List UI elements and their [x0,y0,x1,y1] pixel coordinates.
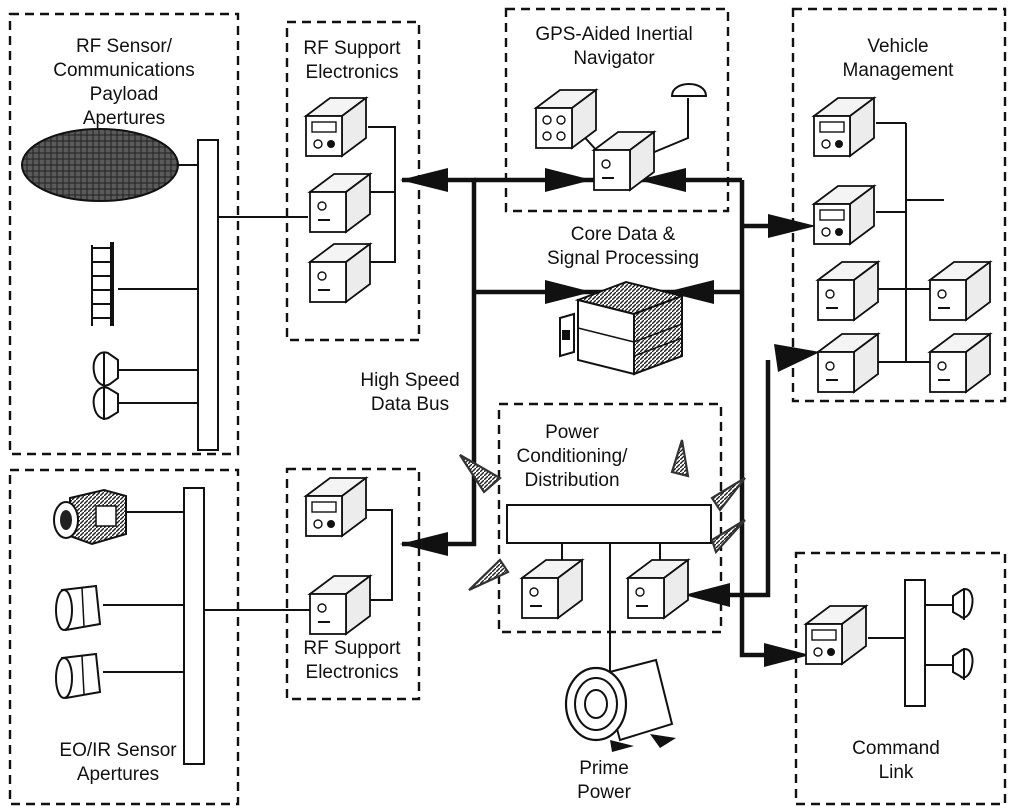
horn-antenna-icon-cmd-upper [952,588,974,620]
rf-support-top-module-3 [307,242,373,304]
rf-sensor-payload-label-line-1: RF Sensor/ [76,36,173,57]
rf-support-bottom-label-line-1: RF Support [303,638,401,659]
command-link-region [794,551,1007,806]
high-speed-bus-label-line-1: High Speed [360,370,459,391]
power-conditioning-label-line-2: Conditioning/ [517,446,629,467]
rf-support-bottom-label-line-2: Electronics [306,662,399,683]
prime-power-label-line-1: Prime [579,758,629,779]
core-processing-rack-icon [559,280,686,376]
prime-power-label: Prime Power [577,758,632,803]
gps-left-module [533,88,599,150]
arrow-to-power-module [684,583,730,607]
command-link-label: Command Link [852,738,940,783]
vehicle-mgmt-module-3 [815,260,881,322]
arrow-to-vehicle-management [768,214,816,238]
horn-antenna-icon-cmd-lower [952,648,974,680]
rf-sensor-payload-label-line-4: Apertures [83,108,165,129]
core-processing-label-line-1: Core Data & [571,224,676,245]
electronic-modules [303,88,993,666]
rf-support-top-label: RF Support Electronics [303,38,401,83]
eo-ir-region [8,468,240,806]
command-link-antennas [952,588,974,680]
command-link-module [803,604,869,666]
power-module-left [519,558,585,620]
horn-antenna-icon-upper [92,351,119,388]
rf-payload-bar [197,139,219,451]
eo-ir-label: EO/IR Sensor Apertures [59,740,177,785]
rf-support-bottom-region [285,467,421,701]
power-spark-decorations [459,439,746,591]
gps-navigator-label-line-2: Navigator [573,48,655,69]
command-link-label-line-1: Command [852,738,940,759]
arrow-to-gps-right [638,168,686,192]
power-module-right [625,558,691,620]
array-antenna-icon [91,242,114,326]
gps-main-module [591,130,657,192]
gps-navigator-label: GPS-Aided Inertial Navigator [535,24,692,69]
arrow-to-core-right [666,280,714,304]
high-speed-bus-label: High Speed Data Bus [360,370,459,415]
vehicle-mgmt-module-5 [815,332,881,394]
rf-sensor-payload-label-line-3: Payload [90,84,159,105]
core-processing-label-line-2: Signal Processing [547,248,699,269]
gps-antenna-icon [670,83,708,97]
rf-support-top-label-line-2: Electronics [306,62,399,83]
power-conditioning-label-line-3: Distribution [524,470,619,491]
dish-antenna-icon [21,128,179,202]
region-boxes [8,7,1007,806]
vehicle-management-label-line-2: Management [843,60,955,81]
bus-arrowheads [400,168,820,667]
eo-ir-bar [183,487,205,765]
vehicle-management-label: Vehicle Management [843,36,955,81]
arrow-to-gps-left [545,168,592,192]
prime-power-generator-icon [564,658,676,752]
rf-support-top-label-line-1: RF Support [303,38,401,59]
rf-sensor-payload-label: RF Sensor/ Communications Payload Apertu… [53,36,195,129]
arrow-to-rf-support-bottom [400,532,448,556]
rf-sensor-payload-region [8,12,240,456]
eo-sensor-icon-upper [55,584,102,632]
arrow-to-rf-support-top [400,168,448,192]
vehicle-mgmt-module-6 [927,332,993,394]
rf-support-bottom-label: RF Support Electronics [303,638,401,683]
command-link-label-line-2: Link [879,762,914,783]
horn-antenna-icon-lower [92,386,119,420]
rf-support-top-module-1 [303,96,369,158]
core-processing-label: Core Data & Signal Processing [547,224,699,269]
power-conditioning-label: Power Conditioning/ Distribution [517,422,629,491]
rf-payload-apertures [21,128,179,420]
aperture-bars [183,139,926,765]
wiring [103,98,955,680]
gps-navigator-region [504,7,730,213]
ir-sensor-icon-lower [55,652,102,700]
rf-support-bottom-module-1 [303,476,369,538]
camera-icon [53,488,127,546]
high-speed-bus-label-line-2: Data Bus [371,394,449,415]
vehicle-mgmt-module-4 [927,260,993,322]
vehicle-mgmt-module-2 [811,184,877,246]
power-distribution-bar [506,504,712,544]
gps-navigator-label-line-1: GPS-Aided Inertial [535,24,692,45]
arrow-to-command-link [764,643,810,667]
prime-power-label-line-2: Power [577,782,632,803]
vehicle-mgmt-module-1 [811,96,877,158]
rf-support-bottom-module-2 [307,574,373,636]
eo-ir-label-line-1: EO/IR Sensor [59,740,177,761]
eo-ir-label-line-2: Apertures [77,764,159,785]
rf-support-top-module-2 [307,172,373,234]
command-link-bar [904,579,926,707]
eo-ir-apertures [53,488,127,700]
power-conditioning-label-line-1: Power [545,422,600,443]
vehicle-management-region [791,7,1007,403]
arrow-to-core-left [545,280,592,304]
vehicle-management-label-line-1: Vehicle [867,36,928,57]
arrow-to-vehicle-mgmt-lower [774,344,820,372]
rf-sensor-payload-label-line-2: Communications [53,60,195,81]
